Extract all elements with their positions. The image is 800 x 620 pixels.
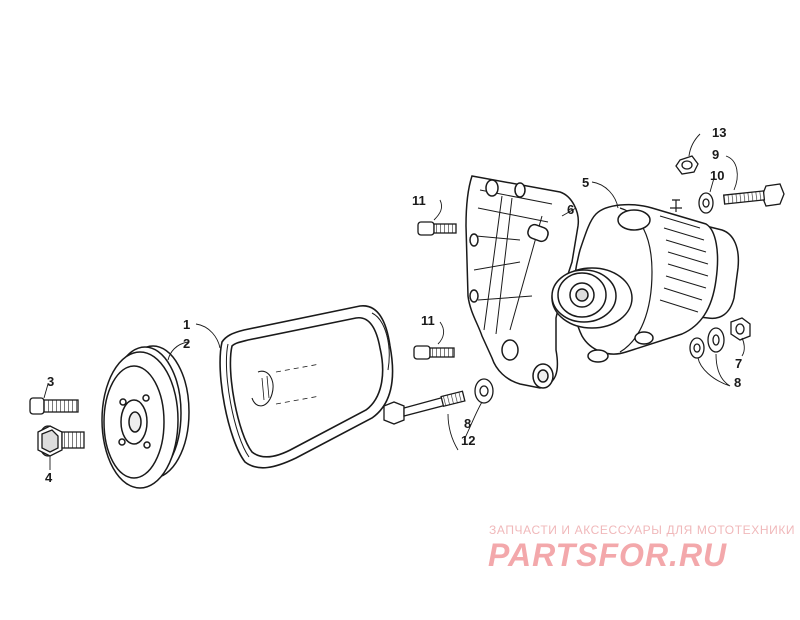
callout-4: 4 <box>45 470 53 485</box>
mounting-bracket-part-6 <box>465 175 580 389</box>
drive-belt-part-1 <box>219 305 394 469</box>
callout-1: 1 <box>183 317 190 332</box>
callout-8-right: 8 <box>734 375 741 390</box>
washers-part-8-right <box>689 327 725 359</box>
callout-8-left: 8 <box>464 416 471 431</box>
cap-screw-part-11-lower <box>413 345 455 360</box>
lock-nut-part-13 <box>675 155 699 175</box>
callout-11-lower: 11 <box>421 313 435 328</box>
washer-part-8-left <box>474 378 494 404</box>
callout-2: 2 <box>183 336 190 351</box>
alternator-part-5 <box>551 199 740 363</box>
bolt-part-9 <box>722 183 785 207</box>
leader-lines <box>43 133 745 470</box>
callout-10: 10 <box>710 168 724 183</box>
nut-part-7 <box>730 317 751 341</box>
callout-11-upper: 11 <box>412 193 426 208</box>
watermark-logo: PARTSFOR.RU <box>488 537 728 573</box>
hex-bolt-part-12 <box>383 390 466 425</box>
cap-screw-part-11-upper <box>417 221 457 236</box>
flange-bolt-part-4 <box>37 425 85 457</box>
cap-screw-part-3 <box>29 397 79 415</box>
callout-12: 12 <box>461 433 475 448</box>
callout-13: 13 <box>712 125 726 140</box>
callout-5: 5 <box>582 175 589 190</box>
callout-9: 9 <box>712 147 719 162</box>
crankshaft-pulley-part-2 <box>101 345 190 489</box>
callout-6: 6 <box>567 202 574 217</box>
watermark-tagline: ЗАПЧАСТИ И АКСЕССУАРЫ ДЛЯ МОТОТЕХНИКИ <box>489 523 796 537</box>
callout-7: 7 <box>735 356 742 371</box>
washer-part-10 <box>698 192 714 214</box>
callout-3: 3 <box>47 374 54 389</box>
